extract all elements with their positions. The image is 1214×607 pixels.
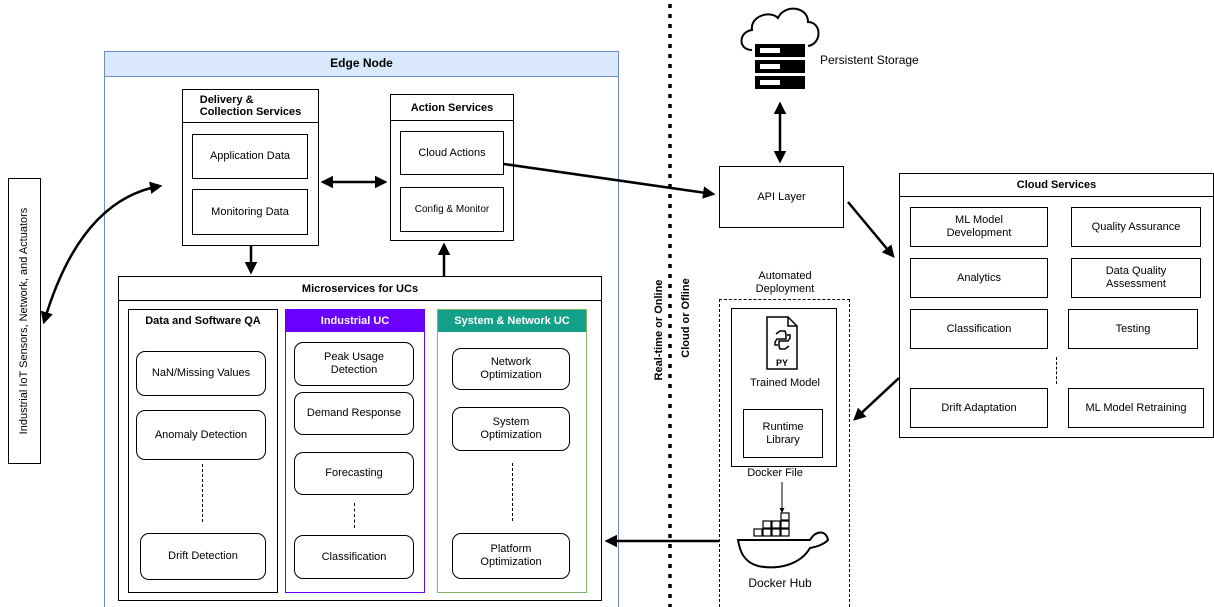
automated-deployment-title: Automated Deployment (755, 270, 815, 295)
system-network-uc-title: System & Network UC (438, 310, 586, 332)
iot-sensors-box (8, 178, 41, 464)
application-data: Application Data (192, 134, 308, 179)
monitoring-data: Monitoring Data (192, 189, 308, 235)
ml-model-retraining: ML Model Retraining (1068, 388, 1204, 428)
cloud-services-title: Cloud Services (900, 174, 1213, 197)
quality-assurance: Quality Assurance (1071, 207, 1201, 247)
system-optimization: System Optimization (452, 407, 570, 451)
docker-file-label: Docker File (747, 466, 803, 479)
action-services-title: Action Services (391, 95, 513, 121)
anomaly-detection: Anomaly Detection (136, 410, 266, 460)
peak-usage-detection: Peak Usage Detection (294, 342, 414, 386)
ml-model-development: ML Model Development (910, 207, 1048, 247)
industrial-ellipsis-line (354, 503, 355, 528)
qa-ellipsis-line (202, 464, 203, 522)
edge-node-title: Edge Node (104, 51, 619, 77)
delivery-collection-title: Delivery & Collection Services (183, 90, 318, 123)
server-icon (755, 44, 805, 89)
industrial-uc-title: Industrial UC (286, 310, 424, 332)
divider-label-realtime: Real-time or Online (652, 279, 665, 381)
drift-adaptation: Drift Adaptation (910, 388, 1048, 428)
divider-label-cloud: Cloud or Ofline (679, 278, 692, 358)
platform-optimization: Platform Optimization (452, 533, 570, 579)
system-ellipsis-line (512, 463, 513, 521)
config-monitor: Config & Monitor (400, 187, 504, 232)
cloud-ellipsis-line (1056, 357, 1057, 384)
docker-hub-label: Docker Hub (748, 576, 812, 591)
network-optimization: Network Optimization (452, 348, 570, 390)
system-network-uc-column: System & Network UC (437, 309, 587, 593)
cloud-actions: Cloud Actions (400, 131, 504, 175)
cloud-classification: Classification (910, 309, 1048, 349)
persistent-storage-label: Persistent Storage (820, 53, 919, 67)
cloud-deployment-arrow (853, 377, 900, 421)
demand-response: Demand Response (294, 392, 414, 435)
industrial-uc-column: Industrial UC (285, 309, 425, 593)
microservices-title: Microservices for UCs (119, 277, 601, 301)
qa-column-title: Data and Software QA (145, 314, 261, 327)
analytics: Analytics (910, 258, 1048, 298)
api-cloud-arrow (847, 201, 895, 258)
industrial-classification: Classification (294, 535, 414, 579)
trained-model-label: Trained Model (750, 376, 820, 389)
testing: Testing (1068, 309, 1198, 349)
drift-detection: Drift Detection (140, 533, 266, 580)
storage-cloud-icon (740, 7, 820, 51)
iot-sensors-label: Industrial IoT Sensors, Network, and Act… (17, 207, 30, 435)
api-layer: API Layer (719, 166, 844, 228)
nan-missing-values: NaN/Missing Values (136, 351, 266, 396)
forecasting: Forecasting (294, 452, 414, 495)
deployment-container (719, 299, 850, 607)
runtime-library: Runtime Library (743, 409, 823, 458)
data-quality-assessment: Data Quality Assessment (1071, 258, 1201, 298)
